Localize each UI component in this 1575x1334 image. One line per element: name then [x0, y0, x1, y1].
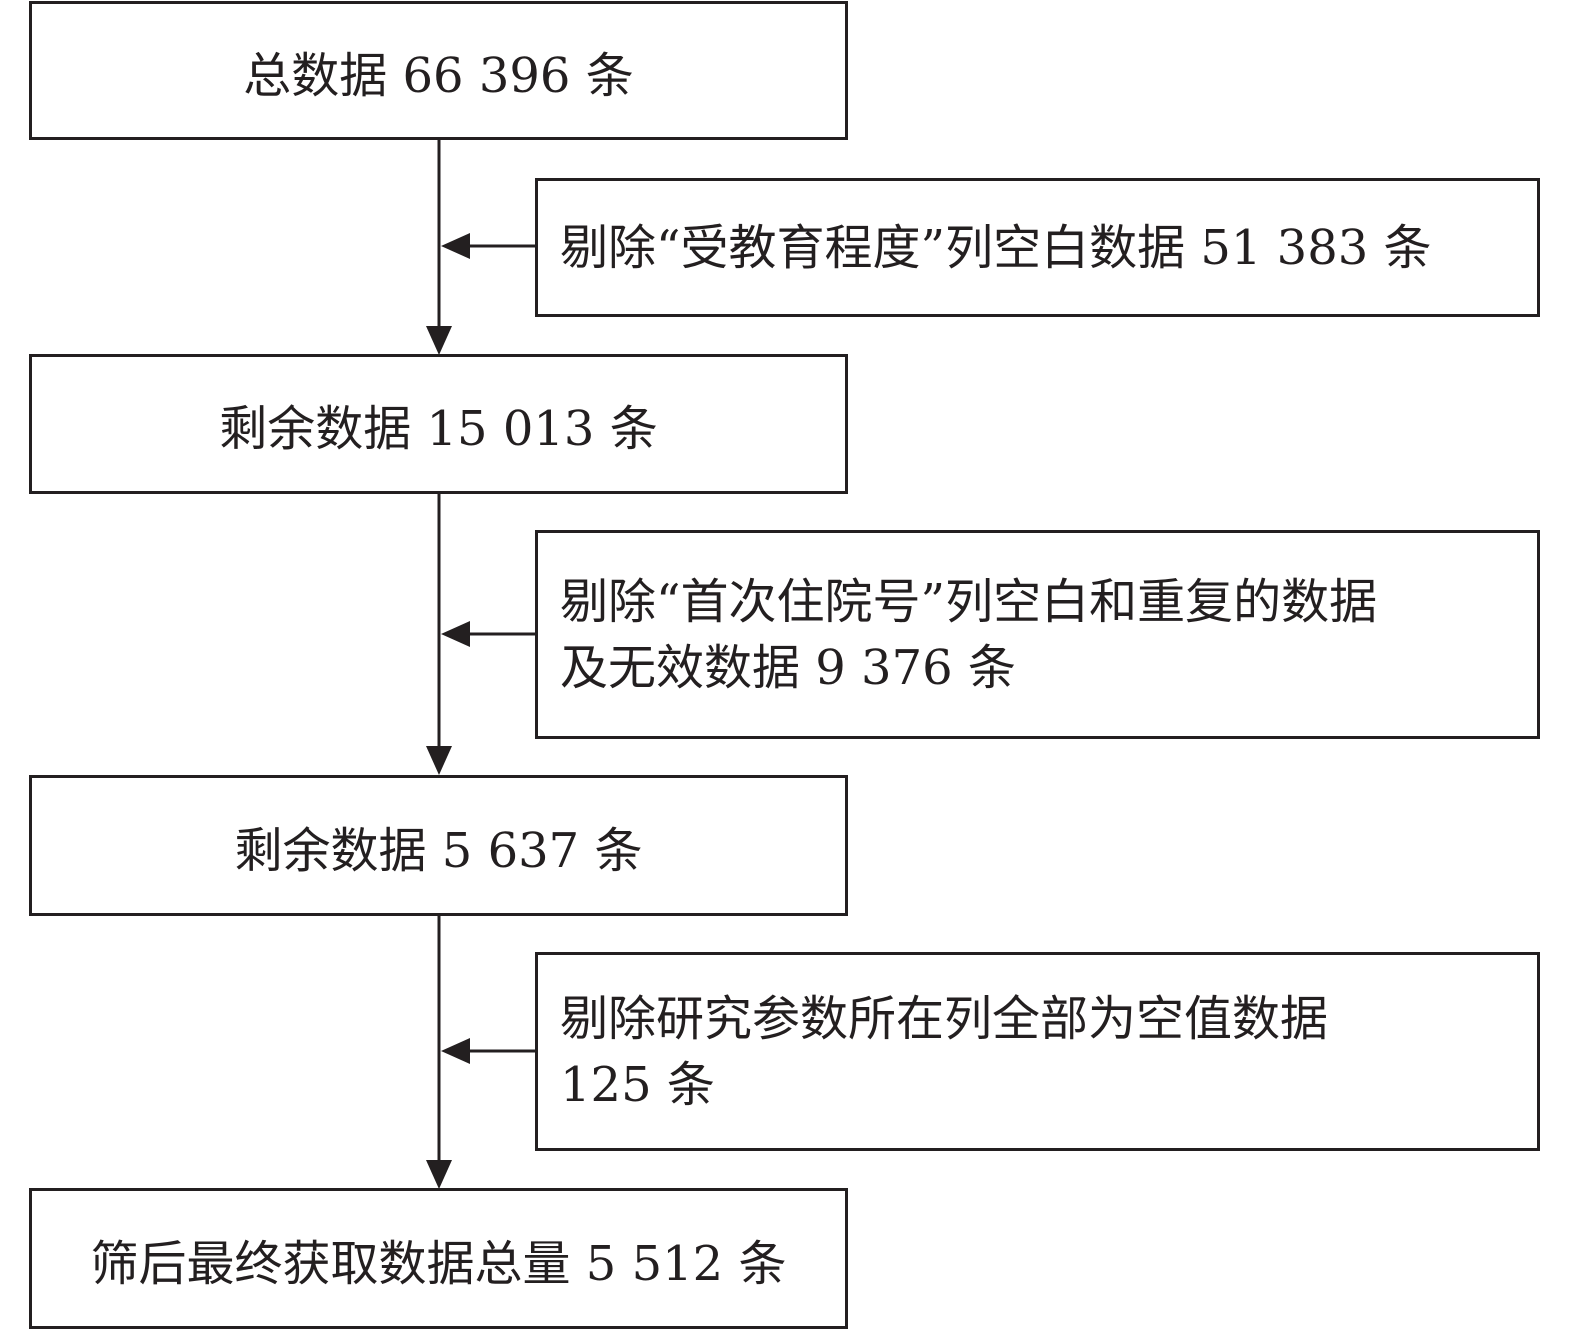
step-label-final: 筛后最终获取数据总量 5 512 条	[90, 1235, 787, 1292]
step-box-remaining-2: 剩余数据 5 637 条	[29, 775, 848, 916]
exclusion-label-education: 剔除“受教育程度”列空白数据 51 383 条	[560, 219, 1432, 276]
exclusion-arrowhead-2	[441, 621, 470, 647]
exclusion-label-empty-params: 剔除研究参数所在列全部为空值数据 125 条	[560, 990, 1329, 1113]
step-label-remaining-2: 剩余数据 5 637 条	[234, 822, 643, 879]
step-box-total: 总数据 66 396 条	[29, 1, 848, 140]
exclusion-box-empty-params: 剔除研究参数所在列全部为空值数据 125 条	[535, 952, 1540, 1151]
step-label-total: 总数据 66 396 条	[243, 47, 634, 104]
exclusion-arrowhead-1	[441, 233, 470, 259]
exclusion-label-admission: 剔除“首次住院号”列空白和重复的数据 及无效数据 9 376 条	[560, 573, 1378, 696]
step-box-remaining-1: 剩余数据 15 013 条	[29, 354, 848, 494]
step-label-remaining-1: 剩余数据 15 013 条	[219, 401, 658, 457]
flow-arrowhead-3	[426, 1160, 452, 1189]
flow-arrowhead-2	[426, 746, 452, 775]
exclusion-box-admission: 剔除“首次住院号”列空白和重复的数据 及无效数据 9 376 条	[535, 530, 1540, 739]
exclusion-arrowhead-3	[441, 1038, 470, 1064]
flow-arrowhead-1	[426, 326, 452, 355]
step-box-final: 筛后最终获取数据总量 5 512 条	[29, 1188, 848, 1329]
exclusion-box-education: 剔除“受教育程度”列空白数据 51 383 条	[535, 178, 1540, 317]
